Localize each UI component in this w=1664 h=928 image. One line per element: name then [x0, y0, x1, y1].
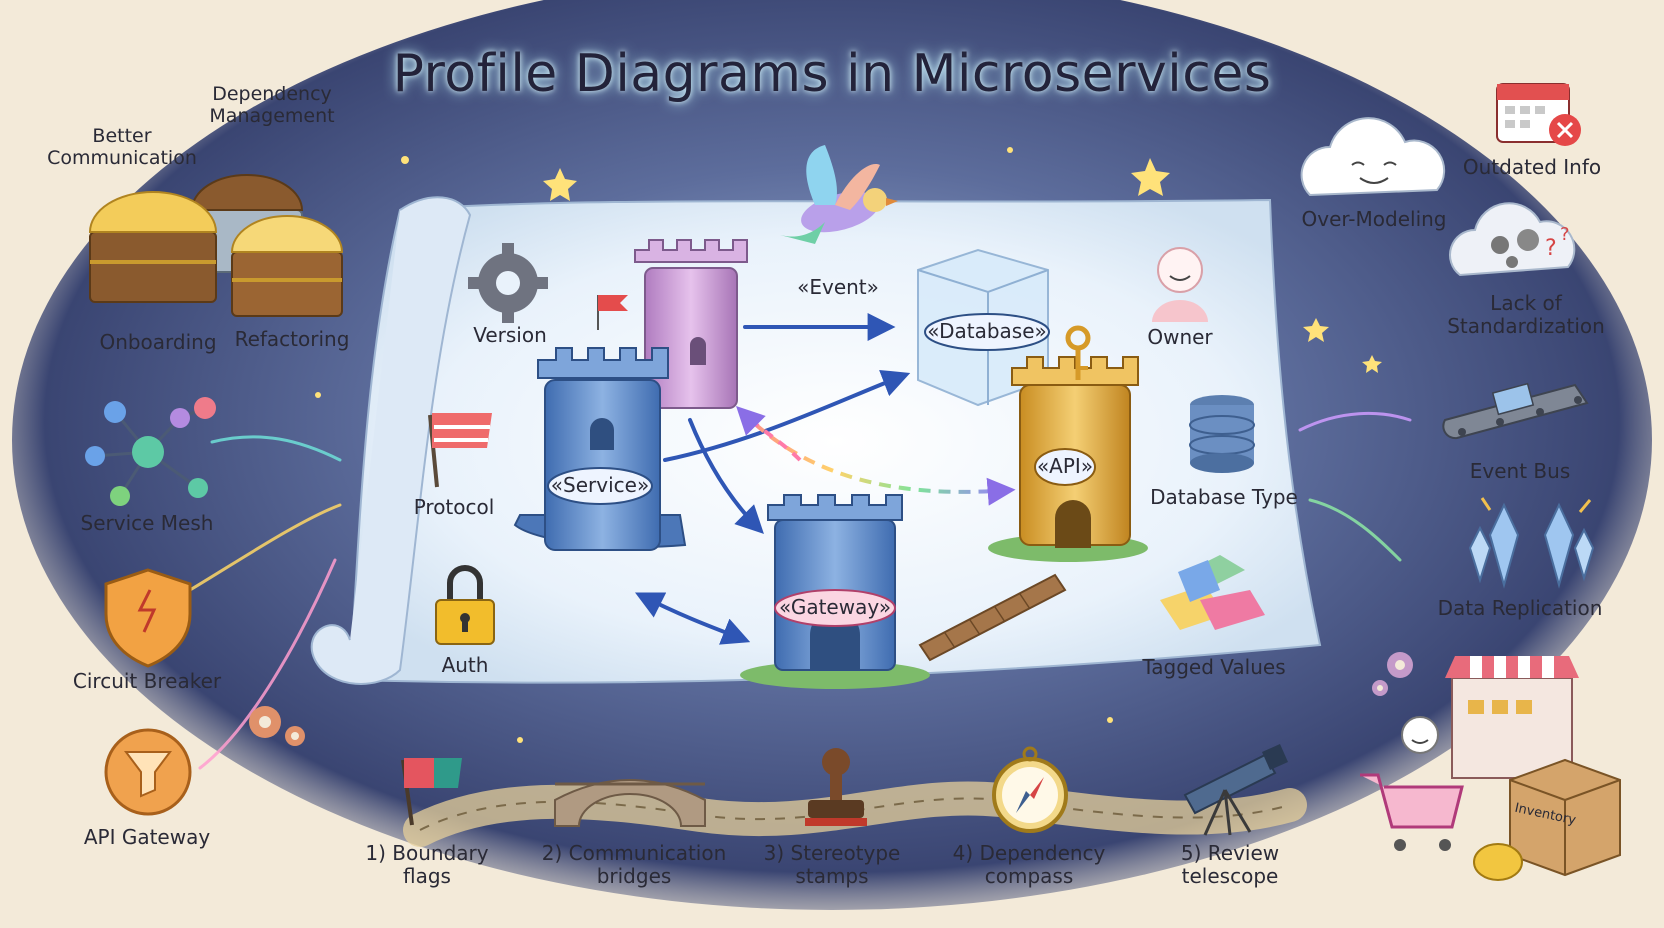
compass-icon — [992, 746, 1068, 833]
stereotype-pills — [547, 313, 1096, 627]
stone-bridge-icon — [554, 779, 706, 827]
shopper-icon — [1401, 716, 1439, 754]
smiling-cloud-icon — [1300, 117, 1446, 197]
label-circuit-breaker: Circuit Breaker — [72, 669, 222, 693]
event-return-arrow — [736, 406, 802, 462]
bird-icon — [780, 145, 898, 244]
treasure-chests — [88, 174, 344, 317]
protocol-flag-icon — [428, 413, 492, 488]
small-gears-icon — [249, 706, 305, 746]
service-tower — [513, 295, 687, 551]
label-data-replication: Data Replication — [1437, 596, 1603, 620]
owner-avatar-icon — [1152, 247, 1208, 322]
database-stack-icon — [1189, 395, 1255, 473]
svg-text:?: ? — [1560, 224, 1570, 245]
key-icon — [1065, 325, 1091, 380]
event-flow-arrow — [738, 408, 1016, 506]
label-protocol: Protocol — [413, 495, 495, 519]
lock-icon — [435, 565, 495, 645]
label-event: «Event» — [797, 275, 879, 299]
crystals-icon — [1468, 497, 1595, 589]
gear-icon — [468, 243, 548, 323]
label-owner: Owner — [1147, 325, 1213, 349]
label-service: «Service» — [550, 473, 650, 497]
label-version: Version — [473, 323, 547, 347]
bridge-icon — [918, 573, 1067, 662]
conveyor-icon — [1442, 382, 1589, 440]
scroll-map — [310, 196, 1322, 685]
label-over-modeling: Over-Modeling — [1301, 207, 1447, 231]
confused-cloud-icon: ? ? — [1449, 202, 1576, 277]
page-title: Profile Diagrams in Microservices — [392, 44, 1272, 104]
shopping-cart-icon — [1360, 773, 1464, 851]
stars — [315, 147, 1382, 743]
label-auth: Auth — [441, 653, 489, 677]
funnel-icon — [104, 728, 192, 816]
small-gears-icon-right — [1372, 652, 1413, 696]
tags-icon — [1160, 555, 1265, 630]
boundary-flag-icon — [401, 758, 462, 826]
map-arrows — [634, 313, 911, 645]
calendar-icon — [1496, 83, 1581, 146]
connector-ribbons — [188, 412, 1412, 770]
shield-icon — [104, 568, 192, 668]
label-refactoring: Refactoring — [234, 327, 350, 351]
inventory-box-icon — [1509, 758, 1621, 877]
telescope-icon — [1183, 744, 1288, 836]
label-event-bus: Event Bus — [1469, 459, 1571, 483]
label-onboarding: Onboarding — [99, 330, 217, 354]
label-tagged-values: Tagged Values — [1142, 655, 1286, 679]
label-api: «API» — [1036, 454, 1094, 478]
label-database-type: Database Type — [1150, 485, 1298, 509]
stamp-icon — [805, 748, 867, 826]
svg-text:?: ? — [1545, 236, 1557, 261]
service-mesh-icon — [85, 397, 216, 506]
label-api-gateway: API Gateway — [83, 825, 211, 849]
label-service-mesh: Service Mesh — [80, 511, 214, 535]
label-database: «Database» — [927, 319, 1047, 343]
storefront-icon — [1445, 656, 1579, 779]
label-gateway: «Gateway» — [778, 595, 892, 619]
coin-icon — [1473, 843, 1523, 881]
label-outdated-info: Outdated Info — [1462, 155, 1602, 179]
